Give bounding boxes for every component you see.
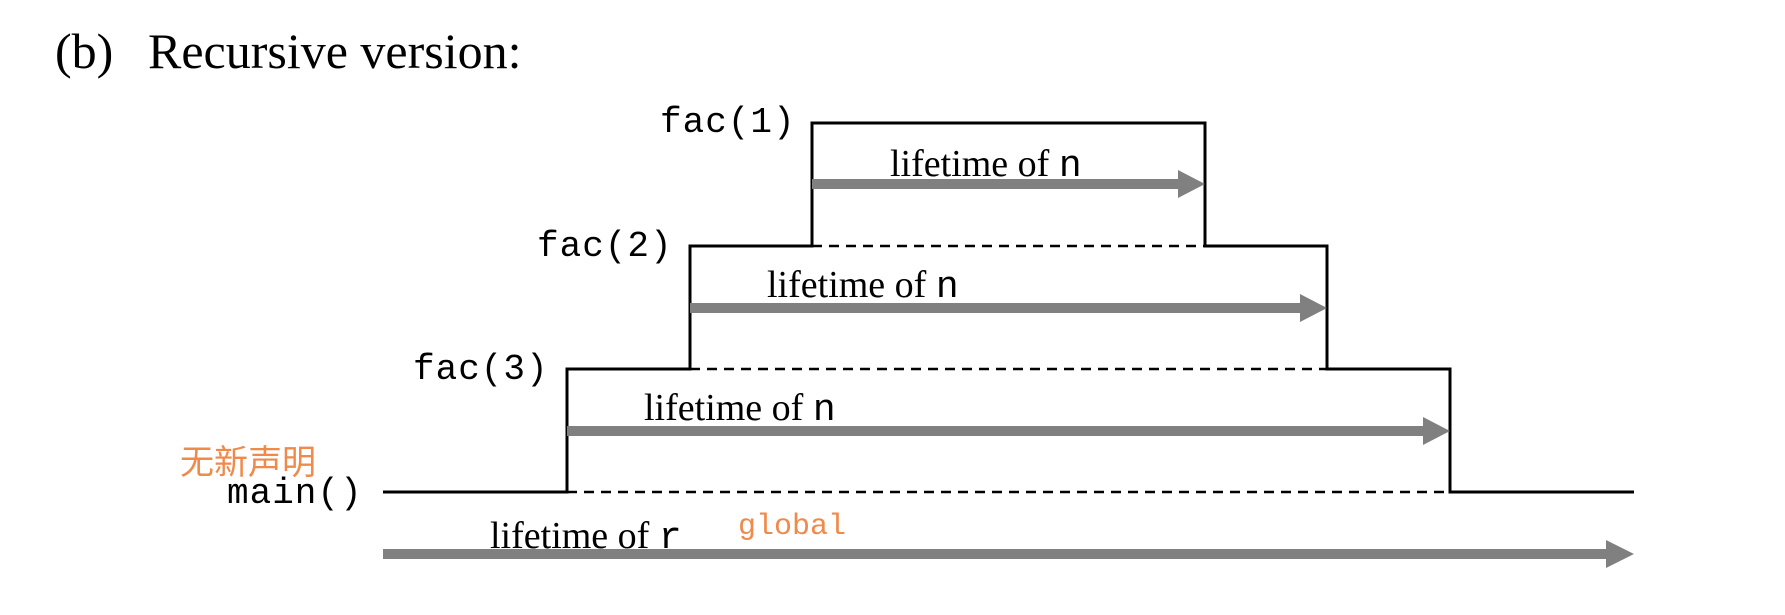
stack-profile-line bbox=[383, 121, 1634, 494]
lifetime-label-fac1: lifetime of n bbox=[890, 143, 1082, 188]
lifetime-label-global: lifetime of r bbox=[490, 515, 682, 560]
frame-label-main: main() bbox=[227, 473, 363, 514]
lifetime-fac3: lifetime of n bbox=[567, 387, 1450, 445]
arrow-head-icon bbox=[1178, 170, 1205, 198]
lifetime-fac2: lifetime of n bbox=[690, 264, 1327, 322]
lifetime-fac1: lifetime of n bbox=[812, 143, 1205, 198]
figure-title: Recursive version: bbox=[148, 23, 522, 79]
arrow-head-icon bbox=[1300, 294, 1327, 322]
lifetime-label-fac3: lifetime of n bbox=[644, 387, 836, 432]
figure-label: (b) bbox=[55, 23, 113, 79]
arrow-head-icon bbox=[1423, 417, 1450, 445]
annotation-no-new-declaration: 无新声明 bbox=[180, 443, 316, 483]
frame-label-fac3: fac(3) bbox=[413, 349, 549, 390]
frame-label-fac2: fac(2) bbox=[537, 226, 673, 267]
frame-label-fac1: fac(1) bbox=[660, 102, 796, 143]
lifetime-label-fac2: lifetime of n bbox=[767, 264, 959, 309]
lifetime-global-r: lifetime of r bbox=[383, 515, 1634, 568]
annotation-global: global bbox=[738, 510, 846, 544]
arrow-head-icon bbox=[1606, 540, 1634, 568]
